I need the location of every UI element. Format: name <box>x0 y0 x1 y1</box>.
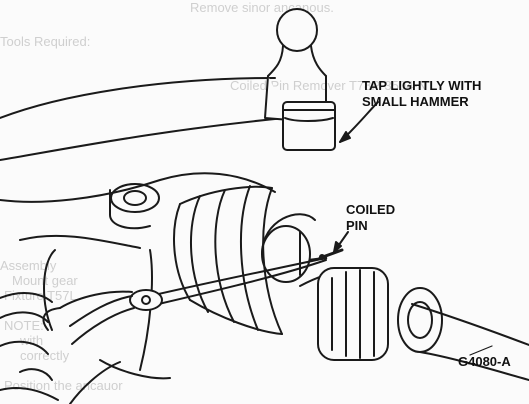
shaft-coupling <box>299 267 529 381</box>
bleed-text-9: correctly <box>20 348 70 363</box>
bleed-text-7: NOTE: <box>4 318 44 333</box>
hammer-callout-line1: TAP LIGHTLY WITH <box>362 78 482 93</box>
bleed-text-4: Assembly <box>0 258 57 273</box>
hammer-head <box>264 8 336 151</box>
pliers-tip <box>308 256 328 262</box>
bleed-text-3: Coiled Pin Remover T78P-3504-N <box>230 78 428 93</box>
pin-callout-label: COILED PIN <box>346 202 395 234</box>
pin-leader-arrow <box>333 231 349 253</box>
hammer-callout-label: TAP LIGHTLY WITH SMALL HAMMER <box>362 78 481 110</box>
hand <box>0 292 121 404</box>
figure-id-label: G4080-A <box>458 354 511 369</box>
pin-callout-line1: COILED <box>346 202 396 217</box>
figure-id-leader <box>469 345 493 356</box>
rubber-boot <box>173 185 316 335</box>
bleed-text-2: Tools Required: <box>0 34 91 49</box>
gear-housing <box>0 172 276 380</box>
bleed-text-8: with <box>20 333 44 348</box>
needle-nose-pliers <box>42 257 327 345</box>
hammer-handle <box>0 77 286 161</box>
pin-callout-line2: PIN <box>346 218 368 233</box>
hammer-leader-arrow <box>339 101 379 143</box>
hammer-callout-line2: SMALL HAMMER <box>362 94 469 109</box>
